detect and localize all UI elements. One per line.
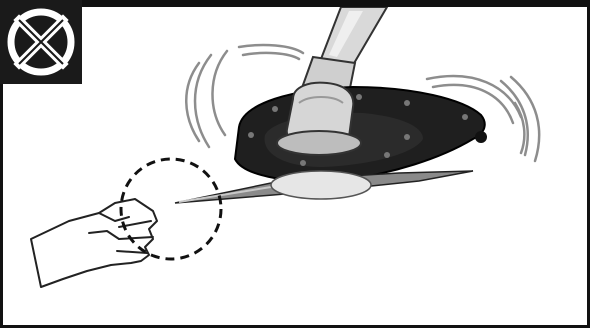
prohibited-x-icon: [0, 0, 82, 84]
drive-shaft: [303, 7, 387, 93]
cutter-head: [235, 87, 487, 181]
illustration: [3, 7, 587, 325]
prohibited-badge: [0, 0, 82, 84]
hand: [31, 199, 157, 287]
gearbox: [277, 83, 361, 155]
